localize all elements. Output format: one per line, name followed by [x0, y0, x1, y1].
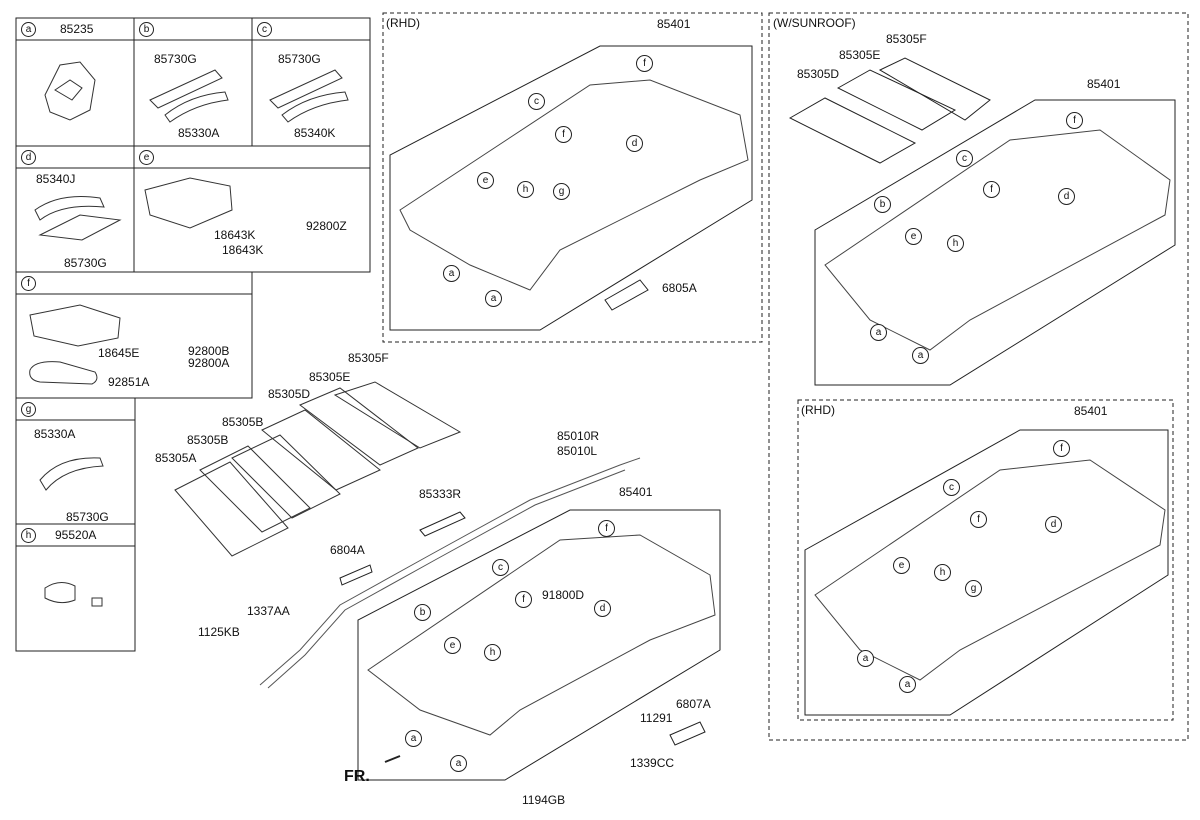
label-e-1: 92800Z [306, 219, 347, 233]
callout-c: c [492, 559, 509, 576]
label-e-3: 18643K [222, 243, 264, 257]
legend-letter-c: c [257, 22, 272, 37]
callout-e: e [444, 637, 461, 654]
callout-a: a [450, 755, 467, 772]
callout-d: d [626, 135, 643, 152]
callout-a: a [912, 347, 929, 364]
label-1125KB: 1125KB [198, 625, 240, 639]
callout-g: g [965, 580, 982, 597]
label-rhd-bottom-85401: 85401 [1074, 404, 1108, 418]
label-b-bot: 85330A [178, 126, 220, 140]
label-85305A: 85305A [155, 451, 197, 465]
callout-f: f [1066, 112, 1083, 129]
callout-f: f [970, 511, 987, 528]
label-g-bot: 85730G [66, 510, 109, 524]
label-f-4: 92851A [108, 375, 150, 389]
callout-c: c [943, 479, 960, 496]
label-b-top: 85730G [154, 52, 197, 66]
callout-c: c [528, 93, 545, 110]
label-85401: 85401 [619, 485, 653, 499]
label-85305F: 85305F [348, 351, 389, 365]
legend-letter-e: e [139, 150, 154, 165]
group-rhd-top: (RHD) [386, 16, 420, 30]
front-indicator: FR. [344, 768, 370, 785]
label-c-bot: 85340K [294, 126, 336, 140]
label-85305B-1: 85305B [222, 415, 264, 429]
callout-b: b [874, 196, 891, 213]
label-g-top: 85330A [34, 427, 76, 441]
legend-letter-h: h [21, 528, 36, 543]
label-85010R: 85010R [557, 429, 600, 443]
callout-f: f [515, 591, 532, 608]
legend-letter-g: g [21, 402, 36, 417]
group-sunroof: (W/SUNROOF) [773, 16, 856, 30]
label-91800D: 91800D [542, 588, 585, 602]
callout-a: a [899, 676, 916, 693]
callout-g: g [553, 183, 570, 200]
callout-h: h [484, 644, 501, 661]
label-11291: 11291 [640, 711, 673, 725]
label-1194GB: 1194GB [522, 793, 566, 807]
label-1337AA: 1337AA [247, 604, 290, 618]
callout-c: c [956, 150, 973, 167]
label-85305B-2: 85305B [187, 433, 229, 447]
callout-h: h [947, 235, 964, 252]
legend-letter-d: d [21, 150, 36, 165]
label-rhd-top-6805A: 6805A [662, 281, 697, 295]
callout-f: f [598, 520, 615, 537]
label-c-top: 85730G [278, 52, 321, 66]
legend-letter-b: b [139, 22, 154, 37]
callout-d: d [594, 600, 611, 617]
sunroof-group [768, 12, 1189, 741]
callout-h: h [934, 564, 951, 581]
legend-letter-a: a [21, 22, 36, 37]
group-rhd-bottom: (RHD) [801, 403, 835, 417]
label-85305D: 85305D [268, 387, 311, 401]
label-sunroof-85305F: 85305F [886, 32, 927, 46]
label-85305E: 85305E [309, 370, 351, 384]
label-d-bot: 85730G [64, 256, 107, 270]
callout-e: e [905, 228, 922, 245]
callout-a: a [857, 650, 874, 667]
callout-f: f [555, 126, 572, 143]
legend-sketches [29, 61, 349, 607]
callout-f: f [636, 55, 653, 72]
label-f-1: 18645E [98, 346, 140, 360]
callout-f: f [983, 181, 1000, 198]
callout-f: f [1053, 440, 1070, 457]
legend-part-a: 85235 [60, 22, 94, 36]
label-85333R: 85333R [419, 487, 462, 501]
callout-e: e [477, 172, 494, 189]
main-headliner [259, 457, 721, 781]
callout-h: h [517, 181, 534, 198]
label-85010L: 85010L [557, 444, 598, 458]
label-6807A: 6807A [676, 697, 711, 711]
label-e-2: 18643K [214, 228, 256, 242]
main-pads [174, 381, 462, 557]
label-f-3: 92800A [188, 356, 230, 370]
label-d-top: 85340J [36, 172, 76, 186]
label-rhd-top-85401: 85401 [657, 17, 691, 31]
legend-grid [15, 17, 371, 652]
callout-d: d [1058, 188, 1075, 205]
callout-a: a [870, 324, 887, 341]
label-1339CC: 1339CC [630, 756, 675, 770]
callout-d: d [1045, 516, 1062, 533]
label-sunroof-85305E: 85305E [839, 48, 881, 62]
rhd-top-group [382, 12, 763, 343]
label-6804A: 6804A [330, 543, 365, 557]
callout-b: b [414, 604, 431, 621]
callout-a: a [485, 290, 502, 307]
legend-part-h: 95520A [55, 528, 97, 542]
label-sunroof-85305D: 85305D [797, 67, 840, 81]
legend-letter-f: f [21, 276, 36, 291]
label-sunroof-85401: 85401 [1087, 77, 1121, 91]
callout-a: a [405, 730, 422, 747]
callout-e: e [893, 557, 910, 574]
label-f-2: 92800B [188, 344, 230, 358]
callout-a: a [443, 265, 460, 282]
